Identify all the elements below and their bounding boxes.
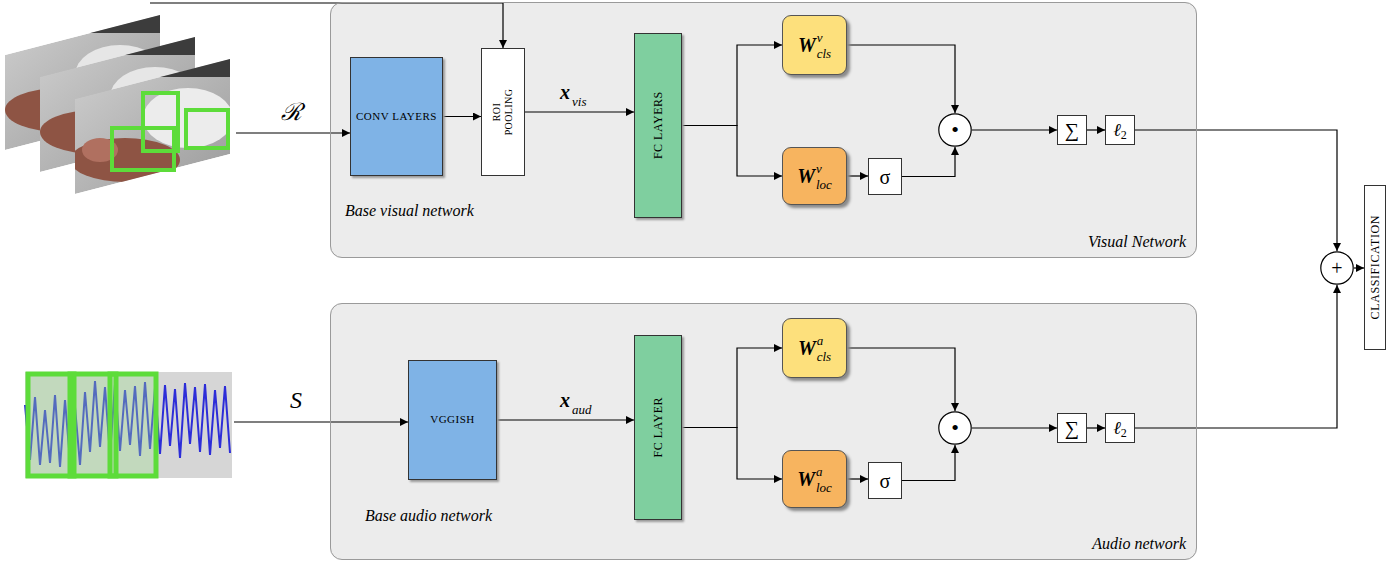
branch-index: cls [817, 350, 831, 363]
math-expression: Wv cls [798, 31, 831, 60]
box-label: CONV LAYERS [356, 109, 437, 124]
index-stack: a cls [817, 334, 831, 363]
box-label: ROI POOLING [491, 81, 515, 143]
arrow-connector [682, 428, 782, 480]
box-label: ∑ [1065, 418, 1079, 438]
norm-index: 2 [1121, 427, 1127, 439]
arrow-connector [1087, 129, 1105, 130]
arrow-connector [847, 478, 868, 479]
panel-title: Visual Network [1088, 233, 1186, 251]
region-input-arrow [236, 132, 350, 133]
box-label: • [951, 417, 959, 439]
weight-box: Wa loc [782, 450, 847, 508]
arrow-connector [972, 427, 1057, 428]
arrow-connector [972, 129, 1057, 130]
math-expression: Wv loc [797, 162, 832, 191]
operator-box: σ [868, 462, 902, 499]
branch-index: loc [816, 481, 832, 494]
norm-box: ℓ2 [1105, 115, 1135, 145]
annotation-label: Base audio network [365, 508, 492, 524]
fc-box: FC LAYER [634, 335, 682, 520]
branch-index: loc [816, 178, 832, 191]
branch-index: cls [817, 47, 831, 60]
box-label: σ [880, 471, 891, 491]
layer-box: VGGISH [408, 360, 497, 480]
arrow-connector [847, 348, 955, 411]
arrow-connector [1354, 267, 1364, 268]
annotation-label: S [290, 388, 302, 412]
arrow-connector [902, 147, 955, 177]
index-stack: a loc [816, 465, 832, 494]
segment-input-arrow [234, 421, 408, 422]
modality-index: a [816, 465, 823, 478]
roi-input-wire [150, 3, 503, 48]
operator-box: ∑ [1057, 413, 1087, 443]
arrow-connector [847, 45, 955, 113]
norm-index: 2 [1121, 129, 1127, 141]
annotation-label: aud [572, 403, 592, 416]
arrow-connector [682, 348, 782, 428]
product-circle: • [938, 113, 972, 147]
annotation-label: x [560, 390, 570, 410]
annotation-label: Base visual network [345, 203, 474, 219]
index-stack: v cls [817, 31, 831, 60]
weight-box: Wa cls [782, 318, 847, 378]
arrow-connector [847, 175, 868, 176]
arrow-connector [525, 111, 634, 112]
video-frames [5, 15, 233, 194]
weight-box: Wv loc [782, 147, 847, 205]
weight-symbol: W [798, 338, 816, 358]
norm-symbol: ℓ [1113, 121, 1121, 139]
index-stack: v loc [816, 162, 832, 191]
output-box: CLASSIFICATION [1364, 185, 1386, 350]
box-label: + [1331, 258, 1342, 278]
arrow-connector [1135, 130, 1337, 251]
modality-index: v [816, 162, 822, 175]
weight-symbol: W [797, 166, 815, 186]
layer-box: CONV LAYERS [350, 57, 443, 176]
annotation-label: x [560, 82, 570, 102]
panel-fill [330, 303, 1197, 560]
fc-box: FC LAYERS [634, 33, 682, 218]
operator-box: ∑ [1057, 115, 1087, 145]
weight-box: Wv cls [782, 15, 847, 75]
weight-symbol: W [798, 35, 816, 55]
modality-index: a [817, 334, 824, 347]
box-label: σ [880, 167, 891, 187]
arrow-connector [682, 126, 782, 177]
arrow-connector [902, 445, 955, 481]
panel-fill [330, 2, 1197, 258]
annotation-label: vis [572, 95, 586, 108]
box-label: • [951, 119, 959, 141]
panel-title: Audio network [1092, 535, 1186, 553]
audio-waveform [25, 372, 232, 478]
arrow-connector [443, 116, 481, 117]
box-label: CLASSIFICATION [1368, 215, 1382, 319]
box-label: ∑ [1065, 120, 1079, 140]
box-label: FC LAYER [651, 397, 665, 458]
norm-box: ℓ2 [1105, 413, 1135, 443]
network-panel: Visual Network CONV LAYERS ROI POOLING FC L… [330, 2, 1197, 258]
arrow-connector [682, 45, 782, 126]
arrow-connector [497, 419, 634, 420]
box-label: FC LAYERS [651, 92, 665, 160]
annotation-label: ℛ [281, 100, 302, 124]
arrow-connector [1087, 427, 1105, 428]
box-label: VGGISH [430, 412, 475, 427]
weight-symbol: W [797, 469, 815, 489]
product-circle: • [938, 411, 972, 445]
operator-box: σ [868, 158, 902, 195]
modality-index: v [817, 31, 823, 44]
math-expression: Wa cls [798, 334, 831, 363]
sum-circle: + [1320, 251, 1354, 285]
math-expression: Wa loc [797, 465, 832, 494]
pooling-box: ROI POOLING [481, 48, 525, 176]
norm-symbol: ℓ [1113, 419, 1121, 437]
arrow-connector [1135, 285, 1337, 428]
